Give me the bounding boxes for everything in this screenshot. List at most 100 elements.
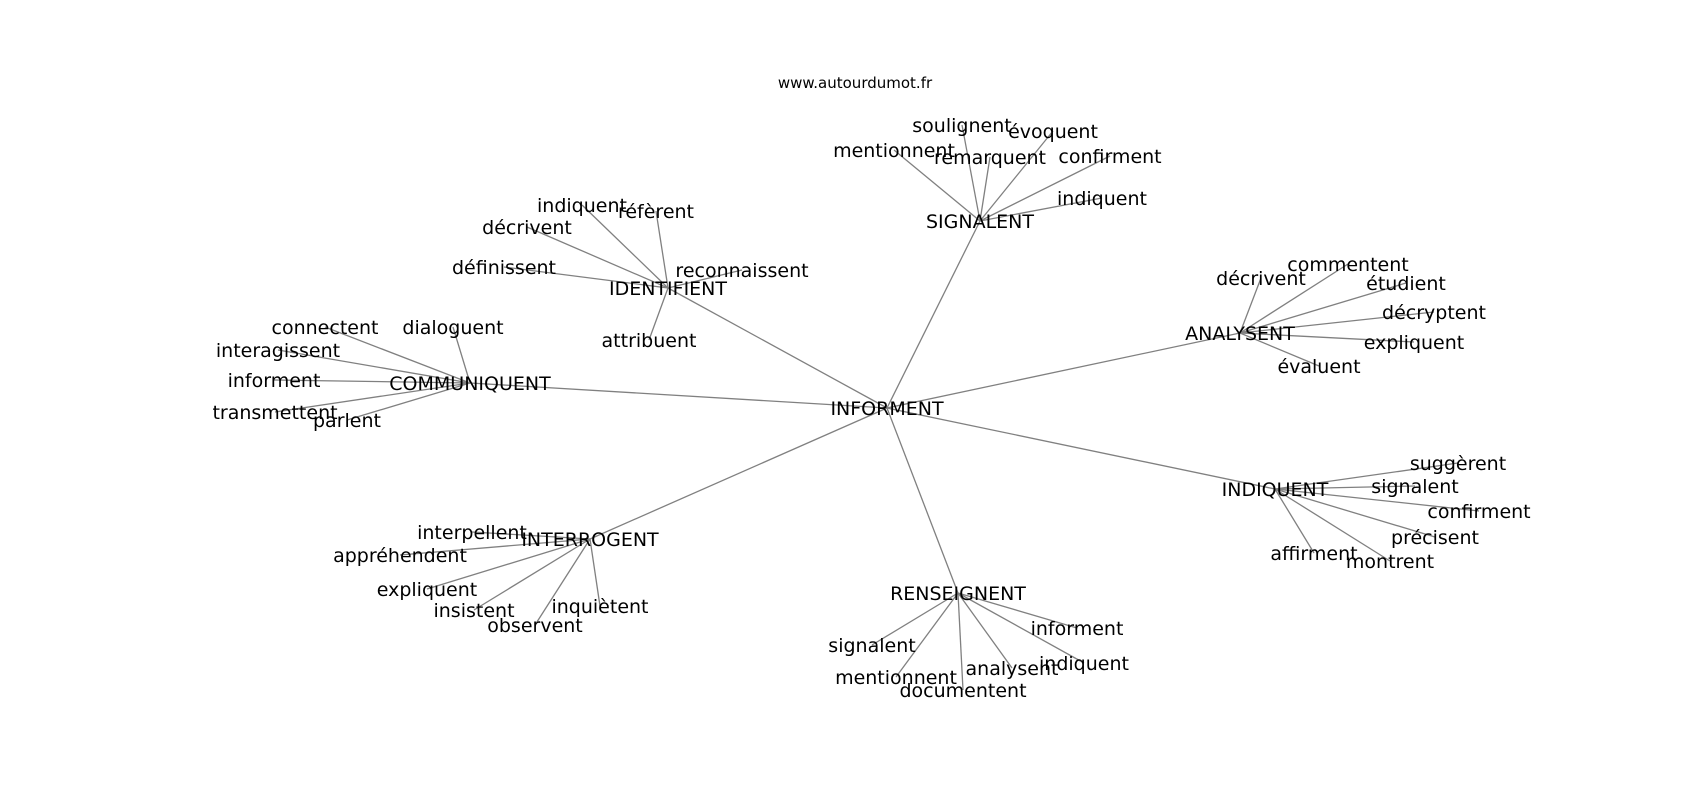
hub-node-label: INTERROGENT bbox=[521, 529, 659, 551]
edge-hub-2-leaf-1 bbox=[452, 326, 471, 384]
hub-node-label: COMMUNIQUENT bbox=[389, 373, 551, 395]
leaf-node-label: documentent bbox=[899, 680, 1026, 702]
edge-hub-5-leaf-2 bbox=[426, 538, 591, 590]
edge-hub-1-leaf-4 bbox=[667, 269, 743, 289]
edge-hub-4-leaf-5 bbox=[1274, 488, 1391, 562]
edge-hub-2-leaf-2 bbox=[277, 349, 471, 384]
leaf-node-label: indiquent bbox=[1039, 653, 1129, 675]
edge-hub-2-leaf-0 bbox=[324, 326, 471, 384]
leaf-node-label: attribuent bbox=[602, 330, 697, 352]
edge-hub-1-leaf-3 bbox=[503, 266, 669, 289]
edge-hub-4-leaf-3 bbox=[1274, 488, 1436, 538]
edge-hub-0-leaf-2 bbox=[893, 149, 981, 222]
edge-hub-0-leaf-1 bbox=[979, 130, 1054, 222]
leaf-node-label: soulignent bbox=[912, 115, 1011, 137]
leaf-node-label: indiquent bbox=[537, 195, 627, 217]
leaf-node-label: insistent bbox=[433, 600, 514, 622]
leaf-node-label: décrivent bbox=[1216, 268, 1306, 290]
edge-center-4 bbox=[886, 407, 1276, 490]
leaf-node-label: affirment bbox=[1270, 543, 1357, 565]
edge-hub-4-leaf-4 bbox=[1274, 488, 1315, 554]
leaf-node-label: mentionnent bbox=[833, 140, 955, 162]
edge-hub-6-leaf-3 bbox=[957, 592, 1085, 664]
edge-hub-1-leaf-0 bbox=[581, 204, 669, 289]
leaf-node-label: indiquent bbox=[1057, 188, 1147, 210]
leaf-node-label: analysent bbox=[966, 658, 1059, 680]
edge-hub-0-leaf-4 bbox=[979, 155, 1111, 222]
leaf-node-label: suggèrent bbox=[1410, 453, 1506, 475]
edge-hub-3-leaf-5 bbox=[1239, 332, 1320, 367]
leaf-node-label: signalent bbox=[828, 635, 915, 657]
center-node-label: INFORMENT bbox=[830, 398, 944, 420]
edge-center-1 bbox=[667, 287, 888, 409]
edge-hub-3-leaf-2 bbox=[1239, 282, 1407, 334]
leaf-node-label: transmettent bbox=[212, 402, 337, 424]
leaf-node-label: décryptent bbox=[1382, 302, 1486, 324]
edge-hub-2-leaf-3 bbox=[273, 379, 471, 384]
edge-hub-0-leaf-3 bbox=[979, 156, 991, 222]
edge-hub-1-leaf-5 bbox=[648, 287, 669, 341]
graph-edges bbox=[273, 124, 1480, 691]
edge-center-2 bbox=[469, 382, 888, 409]
edge-hub-2-leaf-4 bbox=[274, 382, 471, 413]
edge-hub-5-leaf-4 bbox=[589, 538, 601, 607]
hub-node-label: RENSEIGNENT bbox=[890, 583, 1026, 605]
edge-hub-5-leaf-5 bbox=[534, 538, 591, 626]
edge-hub-0-leaf-5 bbox=[979, 197, 1103, 222]
hub-node-label: ANALYSENT bbox=[1185, 323, 1295, 345]
edge-hub-6-leaf-2 bbox=[957, 592, 1013, 669]
leaf-node-label: évaluent bbox=[1277, 356, 1360, 378]
leaf-node-label: décrivent bbox=[482, 217, 572, 239]
leaf-node-label: confirment bbox=[1427, 501, 1530, 523]
graph-labels: www.autourdumot.fr INFORMENTSIGNALENTsou… bbox=[212, 74, 1530, 702]
hub-node-label: IDENTIFIENT bbox=[609, 278, 727, 300]
leaf-node-label: mentionnent bbox=[835, 667, 957, 689]
edge-hub-4-leaf-0 bbox=[1274, 462, 1459, 490]
edge-center-5 bbox=[589, 407, 888, 540]
leaf-node-label: définissent bbox=[452, 257, 556, 279]
leaf-node-label: expliquent bbox=[1364, 332, 1465, 354]
leaf-node-label: expliquent bbox=[377, 579, 478, 601]
leaf-node-label: observent bbox=[487, 615, 583, 637]
edge-hub-4-leaf-2 bbox=[1274, 488, 1480, 512]
edge-hub-5-leaf-1 bbox=[399, 538, 591, 556]
edge-hub-1-leaf-1 bbox=[655, 210, 669, 289]
edge-center-3 bbox=[886, 332, 1241, 409]
edge-hub-6-leaf-1 bbox=[871, 592, 959, 646]
edge-hub-6-leaf-4 bbox=[895, 592, 959, 678]
edge-hub-1-leaf-2 bbox=[526, 226, 669, 289]
leaf-node-label: connectent bbox=[272, 317, 379, 339]
edge-hub-4-leaf-1 bbox=[1274, 485, 1416, 490]
leaf-node-label: appréhendent bbox=[333, 545, 467, 567]
edge-center-0 bbox=[886, 220, 981, 409]
edge-hub-3-leaf-0 bbox=[1239, 263, 1349, 334]
leaf-node-label: informent bbox=[1031, 618, 1124, 640]
edge-center-6 bbox=[886, 407, 959, 594]
leaf-node-label: commentent bbox=[1287, 254, 1408, 276]
leaf-node-label: inquiètent bbox=[551, 596, 648, 618]
edge-hub-3-leaf-1 bbox=[1239, 277, 1262, 334]
edge-hub-6-leaf-0 bbox=[957, 592, 1078, 629]
edge-hub-6-leaf-5 bbox=[957, 592, 964, 691]
leaf-node-label: signalent bbox=[1371, 476, 1458, 498]
leaf-node-label: précisent bbox=[1391, 527, 1479, 549]
edge-hub-0-leaf-0 bbox=[961, 124, 981, 222]
leaf-node-label: dialoguent bbox=[402, 317, 503, 339]
edge-hub-5-leaf-0 bbox=[471, 531, 591, 540]
leaf-node-label: informent bbox=[228, 370, 321, 392]
leaf-node-label: montrent bbox=[1346, 551, 1434, 573]
leaf-node-label: réfèrent bbox=[618, 201, 694, 223]
leaf-node-label: reconnaissent bbox=[675, 260, 808, 282]
leaf-node-label: interagissent bbox=[216, 340, 340, 362]
leaf-node-label: remarquent bbox=[934, 147, 1046, 169]
source-label: www.autourdumot.fr bbox=[778, 74, 933, 92]
edge-hub-3-leaf-3 bbox=[1239, 311, 1435, 334]
hub-node-label: INDIQUENT bbox=[1222, 479, 1329, 501]
leaf-node-label: parlent bbox=[313, 410, 381, 432]
edge-hub-5-leaf-3 bbox=[473, 538, 591, 611]
edge-hub-2-leaf-5 bbox=[346, 382, 471, 421]
leaf-node-label: étudient bbox=[1366, 273, 1446, 295]
edge-hub-3-leaf-4 bbox=[1239, 332, 1415, 343]
leaf-node-label: confirment bbox=[1058, 146, 1161, 168]
